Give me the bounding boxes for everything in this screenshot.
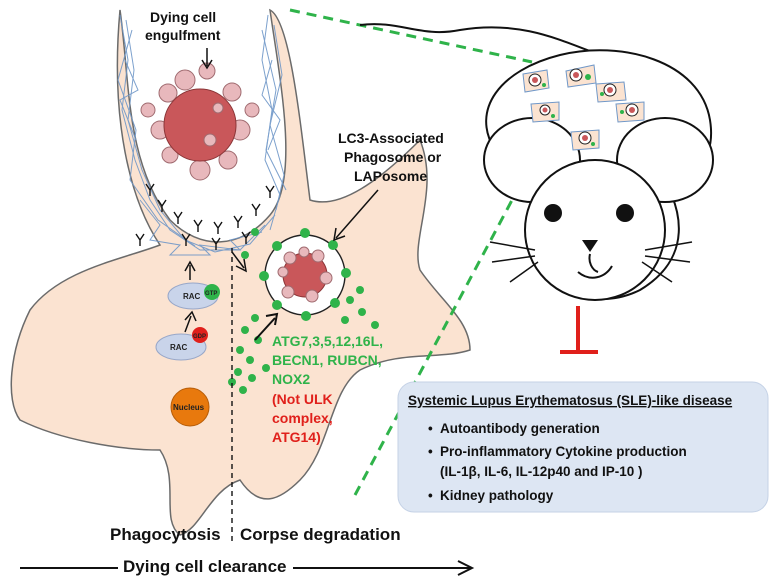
svg-text:GTP: GTP <box>205 291 217 297</box>
sle-bullet-1: • <box>428 421 433 436</box>
mouse-face <box>489 204 693 283</box>
corpse-degradation-label: Corpse degradation <box>240 525 401 544</box>
atg-text-3: NOX2 <box>272 371 310 387</box>
laposome <box>241 228 379 329</box>
svg-text:RAC: RAC <box>170 343 188 352</box>
sle-item-3: Kidney pathology <box>440 488 554 503</box>
svg-text:Nucleus: Nucleus <box>173 403 205 412</box>
sle-item-1: Autoantibody generation <box>440 421 600 436</box>
dying-cell-label-1: Dying cell <box>150 9 216 25</box>
rac-gtp: RAC GTP <box>167 282 220 310</box>
sle-item-2: Pro-inflammatory Cytokine production <box>440 444 687 459</box>
not-text-2: complex, <box>272 410 333 426</box>
divider-arrow <box>231 251 245 269</box>
dots-arrow <box>254 317 276 341</box>
nucleus: Nucleus <box>170 387 210 427</box>
receptors <box>135 183 275 250</box>
sle-bullet-2: • <box>428 444 433 459</box>
mouse <box>359 23 714 301</box>
phagocyte-cell-body <box>10 8 471 536</box>
atg-dots <box>228 314 270 394</box>
atg-text-2: BECN1, RUBCN, <box>272 352 382 368</box>
sle-bullet-3: • <box>428 488 433 503</box>
lap-label-2: Phagosome or <box>344 149 442 165</box>
svg-text:RAC: RAC <box>183 292 201 301</box>
mini-phagocytes <box>522 64 645 151</box>
sle-box <box>397 381 769 513</box>
clearance-label: Dying cell clearance <box>123 557 286 576</box>
lap-label-3: LAPosome <box>354 168 427 184</box>
zoom-line-top <box>289 8 533 64</box>
actin-mesh <box>117 14 287 256</box>
sle-title: Systemic Lupus Erythematosus (SLE)-like … <box>408 393 733 408</box>
svg-text:GDP: GDP <box>193 334 206 340</box>
inhibition-symbol <box>560 306 598 354</box>
rac-gdp: RAC GDP <box>155 327 208 361</box>
not-text-3: ATG14) <box>272 429 321 445</box>
lap-pointer <box>335 189 379 239</box>
dying-cell-label-2: engulfment <box>145 27 221 43</box>
phagocytosis-label: Phagocytosis <box>110 525 221 544</box>
lap-label-1: LC3-Associated <box>338 130 444 146</box>
dying-cell <box>140 62 260 181</box>
not-text-1: (Not ULK <box>272 391 333 407</box>
rac-arrow-up <box>184 315 192 333</box>
atg-text-1: ATG7,3,5,12,16L, <box>272 333 383 349</box>
sle-item-2b: (IL-1β, IL-6, IL-12p40 and IP-10 ) <box>440 464 643 479</box>
